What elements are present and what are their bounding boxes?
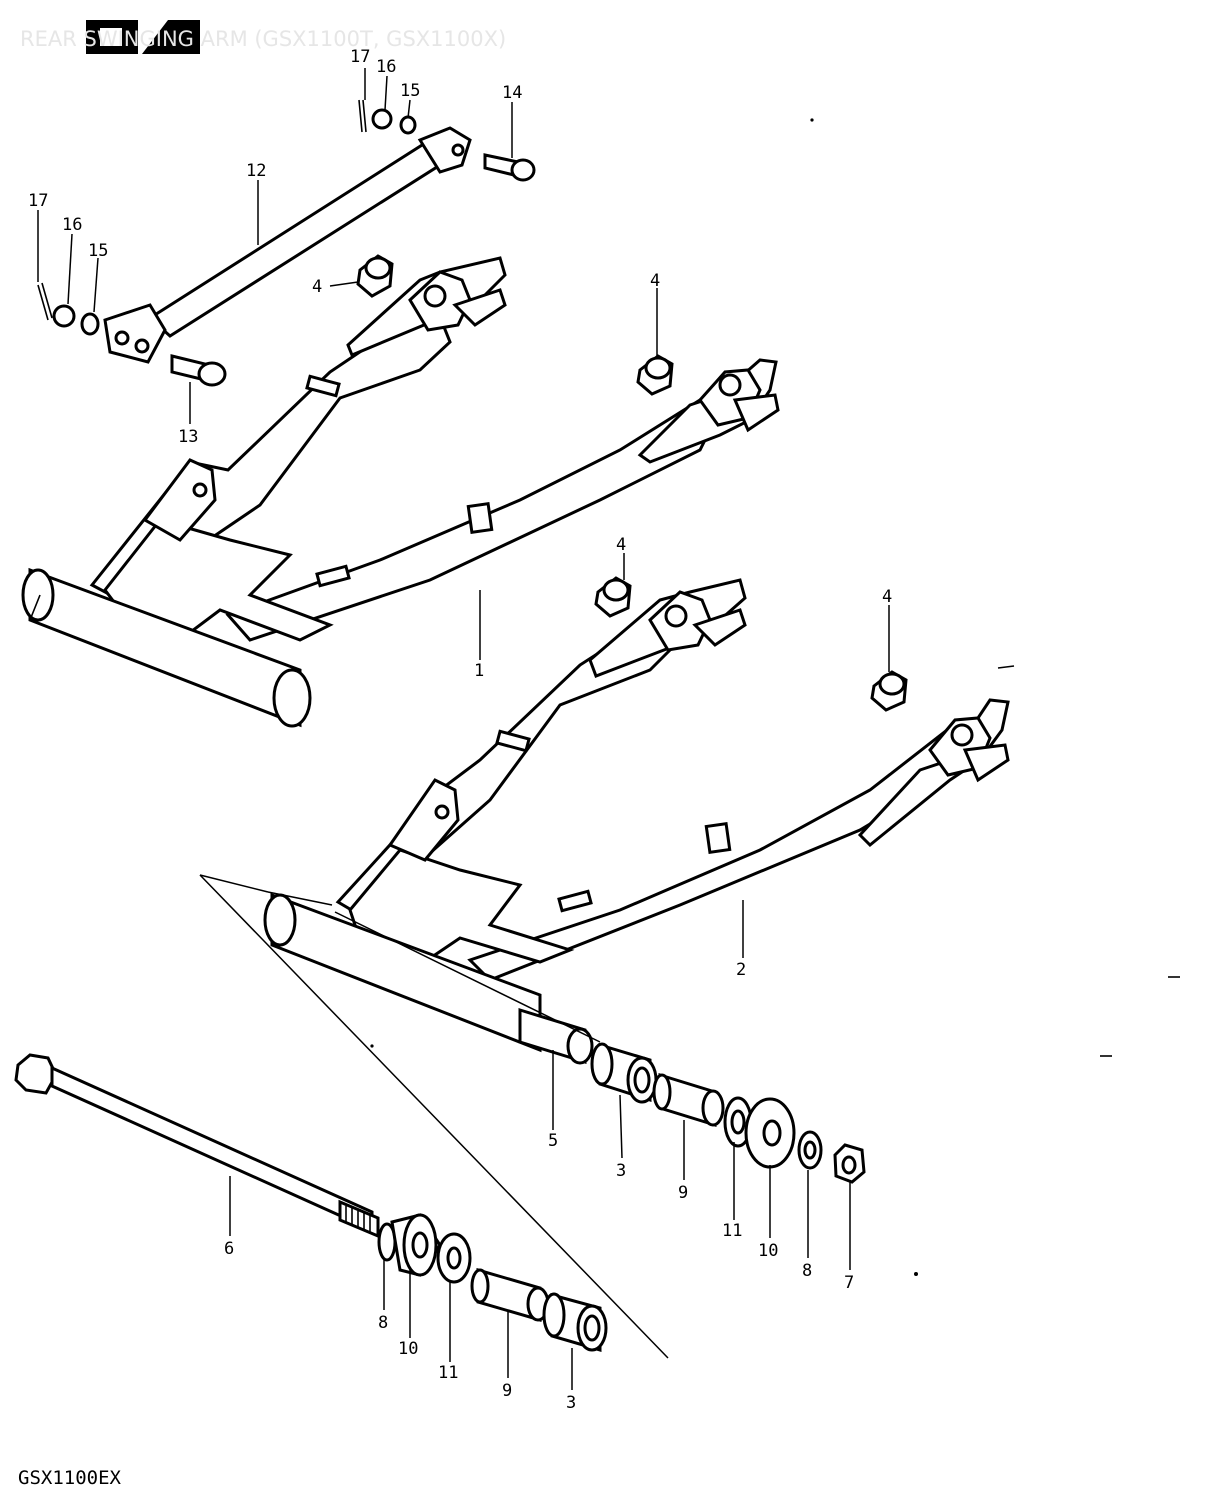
- callout-16: 16: [376, 57, 396, 77]
- callout-5: 5: [548, 1131, 558, 1151]
- callout-4: 4: [312, 277, 322, 297]
- brand-logo: [86, 20, 200, 54]
- callout-10: 10: [398, 1339, 418, 1359]
- model-code: GSX1100EX: [18, 1467, 122, 1489]
- spacer-9-left: [470, 1268, 550, 1322]
- bushing-4-upper-left: [356, 254, 394, 298]
- swinging-arm-1: [21, 256, 780, 728]
- callout-17: 17: [350, 47, 370, 67]
- washer-11-right: [723, 1096, 753, 1148]
- callout-10: 10: [758, 1241, 778, 1261]
- callout-4: 4: [616, 535, 626, 555]
- washer-8-right: [797, 1130, 823, 1170]
- callout-9: 9: [502, 1381, 512, 1401]
- pivot-shaft-6: [14, 1053, 380, 1239]
- stray-marks: [370, 118, 1180, 1276]
- callout-15: 15: [88, 241, 108, 261]
- swinging-arm-2: [263, 578, 1010, 1065]
- explosion-guides: [29, 594, 669, 1359]
- callout-16: 16: [62, 215, 82, 235]
- callout-labels: 17 16 15 14 12 17 16 15 13 4 4 4 4 1 2 5…: [28, 47, 892, 1413]
- shaft-thread: [345, 1206, 371, 1232]
- callout-3: 3: [616, 1161, 626, 1181]
- callout-12: 12: [246, 161, 266, 181]
- washer-15: [80, 115, 417, 336]
- bushing-4-lower-left: [594, 576, 632, 618]
- callout-7: 7: [844, 1273, 854, 1293]
- callout-11: 11: [438, 1363, 458, 1383]
- bearing-3-left: [542, 1292, 608, 1352]
- callout-17: 17: [28, 191, 48, 211]
- callout-8: 8: [378, 1313, 388, 1333]
- callout-4: 4: [882, 587, 892, 607]
- nut-16: [52, 108, 393, 328]
- callout-15: 15: [400, 81, 420, 101]
- bushing-4-lower-right: [870, 670, 908, 712]
- callout-14: 14: [502, 83, 522, 103]
- diagram-title: REAR SWINGING ARM (GSX1100T, GSX1100X): [20, 27, 506, 51]
- callout-8: 8: [802, 1261, 812, 1281]
- cap-10-right: [744, 1097, 796, 1169]
- spacer-9-right: [652, 1072, 725, 1128]
- callout-13: 13: [178, 427, 198, 447]
- torque-link-rod: [103, 126, 472, 364]
- washer-11-left: [436, 1232, 472, 1284]
- bolt-14: [483, 153, 536, 182]
- callout-11: 11: [722, 1221, 742, 1241]
- callout-4: 4: [650, 271, 660, 291]
- callout-1: 1: [474, 661, 484, 681]
- callout-2: 2: [736, 960, 746, 980]
- cap-10-left: [390, 1213, 442, 1277]
- bolt-13: [170, 354, 227, 387]
- leader-lines: [37, 68, 890, 1390]
- callout-6: 6: [224, 1239, 234, 1259]
- callout-9: 9: [678, 1183, 688, 1203]
- bearing-3-right: [590, 1042, 658, 1104]
- cotter-pin-17: [37, 99, 367, 321]
- callout-3: 3: [566, 1393, 576, 1413]
- bushing-4-upper-right: [636, 354, 674, 396]
- nut-7: [833, 1143, 866, 1184]
